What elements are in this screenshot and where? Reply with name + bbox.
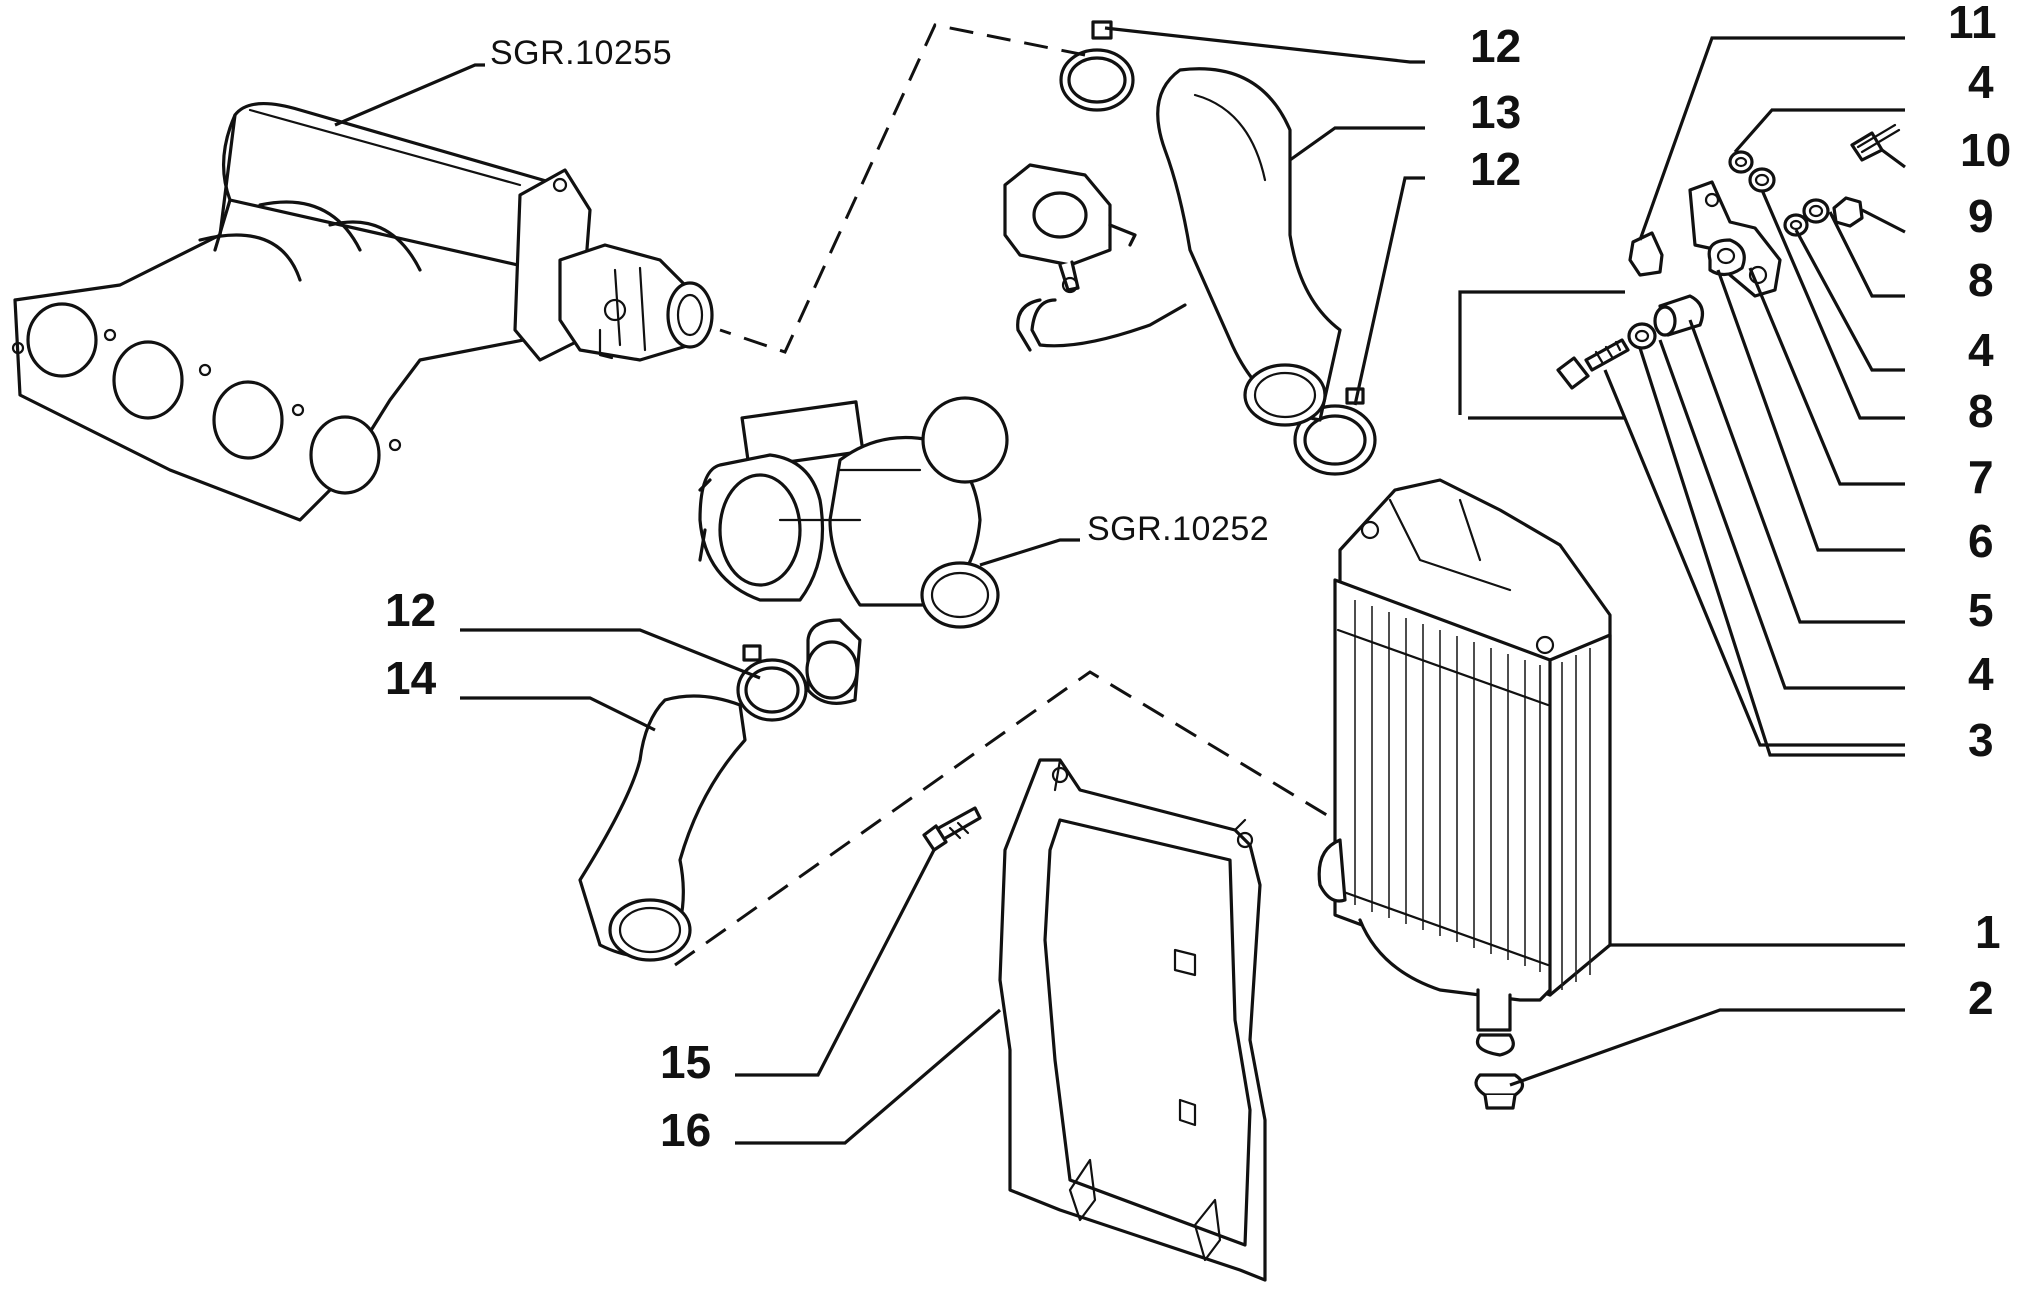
intercooler: [1317, 478, 1612, 1110]
callout-9: 9: [1968, 190, 1994, 242]
hose-clamp-lower: [1293, 387, 1377, 476]
leader-lines: [334, 26, 1906, 1145]
small-hardware: [1556, 123, 1901, 390]
callout-8-top: 8: [1968, 254, 1994, 306]
callout-11: 11: [1948, 0, 1997, 48]
callout-5: 5: [1968, 584, 1994, 636]
callout-4-mid: 4: [1968, 324, 1994, 376]
callout-1: 1: [1975, 906, 2001, 958]
callout-8-lower: 8: [1968, 385, 1994, 437]
callout-10: 10: [1960, 124, 2011, 176]
air-duct-shroud: [998, 758, 1267, 1282]
dashed-connections: [674, 23, 1336, 967]
callout-7: 7: [1968, 451, 1994, 503]
callout-12-top: 12: [1470, 20, 1521, 72]
duct-bolt: [922, 806, 982, 852]
callout-4-lower: 4: [1968, 648, 1994, 700]
callout-16: 16: [660, 1104, 711, 1156]
callout-14: 14: [385, 652, 437, 704]
callout-4-top: 4: [1968, 56, 1994, 108]
intake-manifold: [11, 101, 592, 522]
callout-13: 13: [1470, 86, 1521, 138]
callout-2: 2: [1968, 972, 1994, 1024]
label-intake-manifold-ref: SGR.10255: [490, 34, 672, 72]
callout-6: 6: [1968, 515, 1994, 567]
label-turbocharger-ref: SGR.10252: [1087, 510, 1269, 548]
callout-3: 3: [1968, 714, 1994, 766]
hose-upper: [1156, 67, 1342, 427]
hose-clamp-top: [1059, 20, 1135, 112]
vacuum-hose: [1016, 298, 1187, 352]
spring-nut: [1628, 231, 1664, 277]
turbocharger: [698, 396, 1009, 705]
callout-15: 15: [660, 1036, 711, 1088]
throttle-body: [558, 243, 714, 362]
callout-12-mid: 12: [1470, 143, 1521, 195]
hose-lower: [578, 694, 747, 962]
labels: SGR.10255 SGR.10252 12 13 12 12 14 15 16…: [385, 0, 2011, 1156]
solenoid-valve: [1003, 163, 1137, 294]
callout-12-turbo: 12: [385, 584, 436, 636]
hose-clamp-turbo: [736, 644, 808, 722]
